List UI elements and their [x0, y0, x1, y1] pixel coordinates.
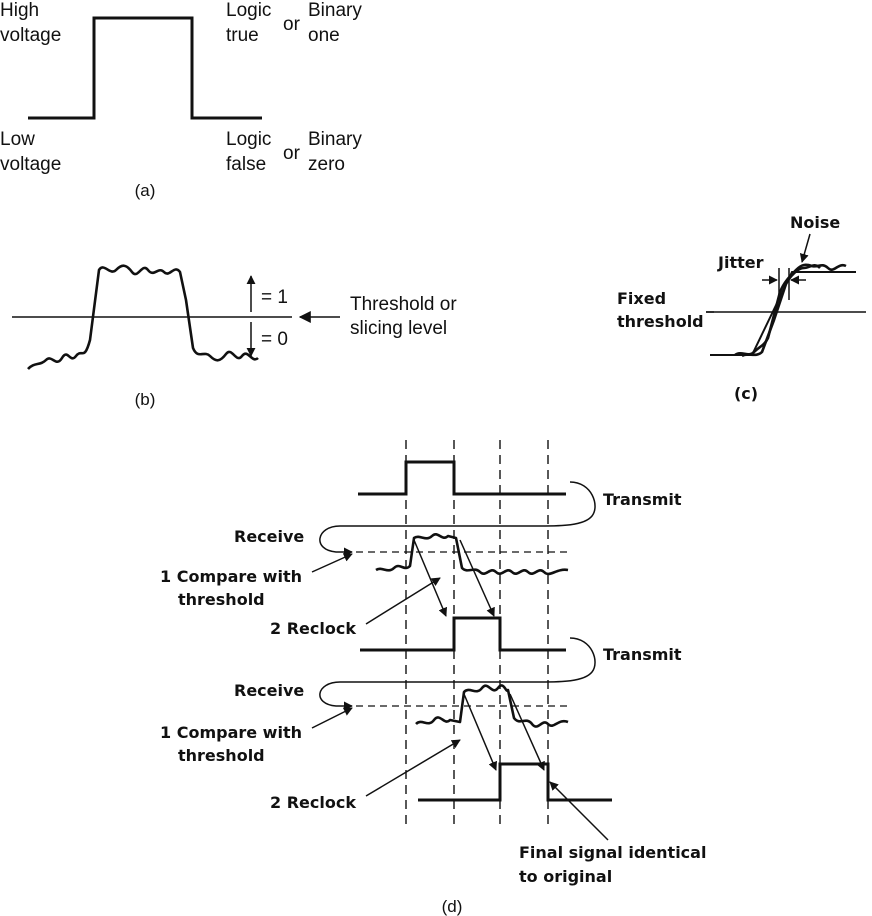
transmit-loop-2: [319, 637, 596, 711]
caption-d: (d): [442, 897, 463, 916]
reclock-arrow-1a: [413, 539, 448, 617]
noise-pointer: [799, 233, 811, 263]
caption-a: (a): [135, 181, 156, 200]
transmit-label-1: Transmit: [603, 490, 682, 509]
noise-label: Noise: [790, 213, 840, 232]
caption-b: (b): [135, 390, 156, 409]
logic-true-label: Logic true: [226, 0, 277, 46]
reclock-label-1: 2 Reclock: [270, 619, 356, 638]
or-label-bottom: or: [283, 143, 301, 164]
regenerated-pulse-1: [360, 616, 566, 652]
binary-zero-label: Binary zero: [308, 129, 367, 175]
reclock-arrow-1b: [459, 539, 495, 617]
noisy-edge-2: [741, 264, 821, 358]
receive-label-1: Receive: [234, 527, 304, 546]
reclock-arrow-2a: [463, 693, 498, 771]
original-pulse: [358, 460, 566, 496]
noisy-pulse: [27, 264, 259, 370]
equals-zero-label: = 0: [261, 329, 288, 350]
panel-c: Noise Jitter Fixed threshold (c): [617, 213, 866, 403]
logic-false-label: Logic false: [226, 129, 277, 175]
reclock-pointer-1: [365, 577, 441, 625]
receive-label-2: Receive: [234, 681, 304, 700]
ideal-pulse: [28, 16, 262, 120]
fixed-threshold-label: Fixed threshold: [617, 289, 704, 331]
threshold-label: Threshold or slicing level: [350, 294, 462, 339]
reclock-pointer-2: [365, 739, 461, 797]
panel-a: High voltage Low voltage Logic true or B…: [0, 0, 367, 200]
compare-pointer-1: [311, 553, 353, 573]
high-voltage-label: High voltage: [0, 0, 61, 46]
final-pulse: [418, 762, 612, 802]
caption-c: (c): [734, 384, 758, 403]
or-label-top: or: [283, 14, 301, 35]
compare-label-2: 1 Compare with threshold: [160, 723, 308, 765]
ideal-edge: [710, 271, 856, 356]
received-noisy-1: [375, 533, 569, 576]
reclock-arrow-2b: [509, 693, 545, 771]
compare-label-1: 1 Compare with threshold: [160, 567, 308, 609]
low-voltage-label: Low voltage: [0, 129, 61, 175]
transmit-loop-1: [319, 481, 596, 557]
transmit-label-2: Transmit: [603, 645, 682, 664]
received-noisy-2: [415, 684, 569, 728]
final-pointer: [549, 781, 609, 841]
jitter-label: Jitter: [717, 253, 764, 272]
binary-one-label: Binary one: [308, 0, 367, 46]
equals-one-label: = 1: [261, 287, 288, 308]
compare-pointer-2: [311, 707, 353, 729]
reclock-label-2: 2 Reclock: [270, 793, 356, 812]
panel-d: Transmit Receive 1 Compare with threshol…: [160, 440, 712, 916]
panel-b: = 1 = 0 Threshold or slicing level (b): [12, 264, 462, 409]
final-signal-note: Final signal identical to original: [519, 843, 712, 886]
